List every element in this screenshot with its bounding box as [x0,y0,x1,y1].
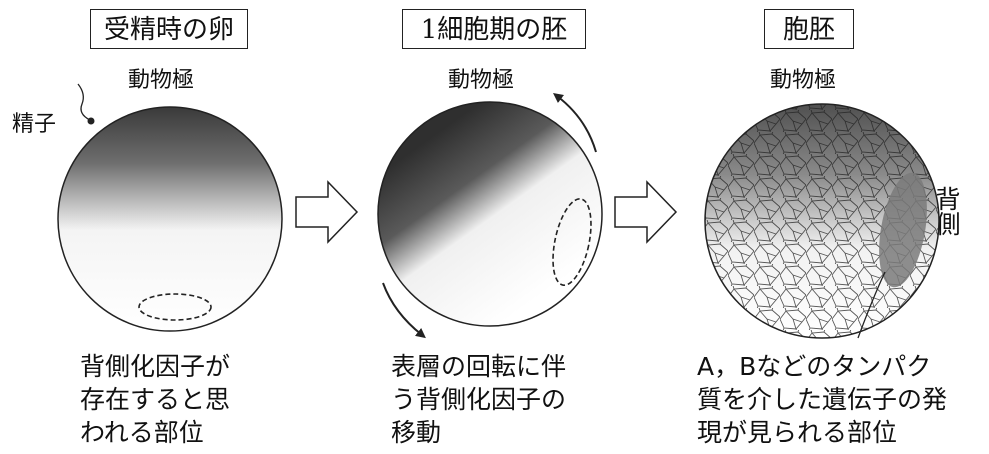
stage3-title: 胞胚 [764,9,854,49]
dorsal-factor-region [138,293,212,321]
sperm-tail [77,83,91,121]
stage2-title: 1細胞期の胚 [402,9,586,49]
rotation-arrow-top [553,92,597,153]
process-arrow-2 [614,180,678,244]
sperm-head [87,117,95,125]
gene-expression-region [879,172,927,288]
rotation-arrow-bottom [382,282,426,339]
one-cell-embryo-sphere [377,101,603,327]
shifted-dorsal-region [552,198,592,286]
stage1-animal-pole-label: 動物極 [128,68,195,93]
stage3-caption: A，Bなどのタンパク 質を介した遺伝子の発 現が見られる部位 [697,352,948,447]
process-arrow-1 [295,180,359,244]
expression-region-pointer [857,271,886,339]
stage1-caption: 背側化因子が 存在すると思 われる部位 [80,352,231,447]
stage3-animal-pole-label: 動物極 [770,68,837,93]
stage2-caption: 表層の回転に伴 う背側化因子の 移動 [391,352,567,447]
stage2-animal-pole-label: 動物極 [448,68,515,93]
sperm-label: 精子 [12,112,57,137]
egg-sphere [57,106,283,332]
stage1-title: 受精時の卵 [90,9,248,49]
